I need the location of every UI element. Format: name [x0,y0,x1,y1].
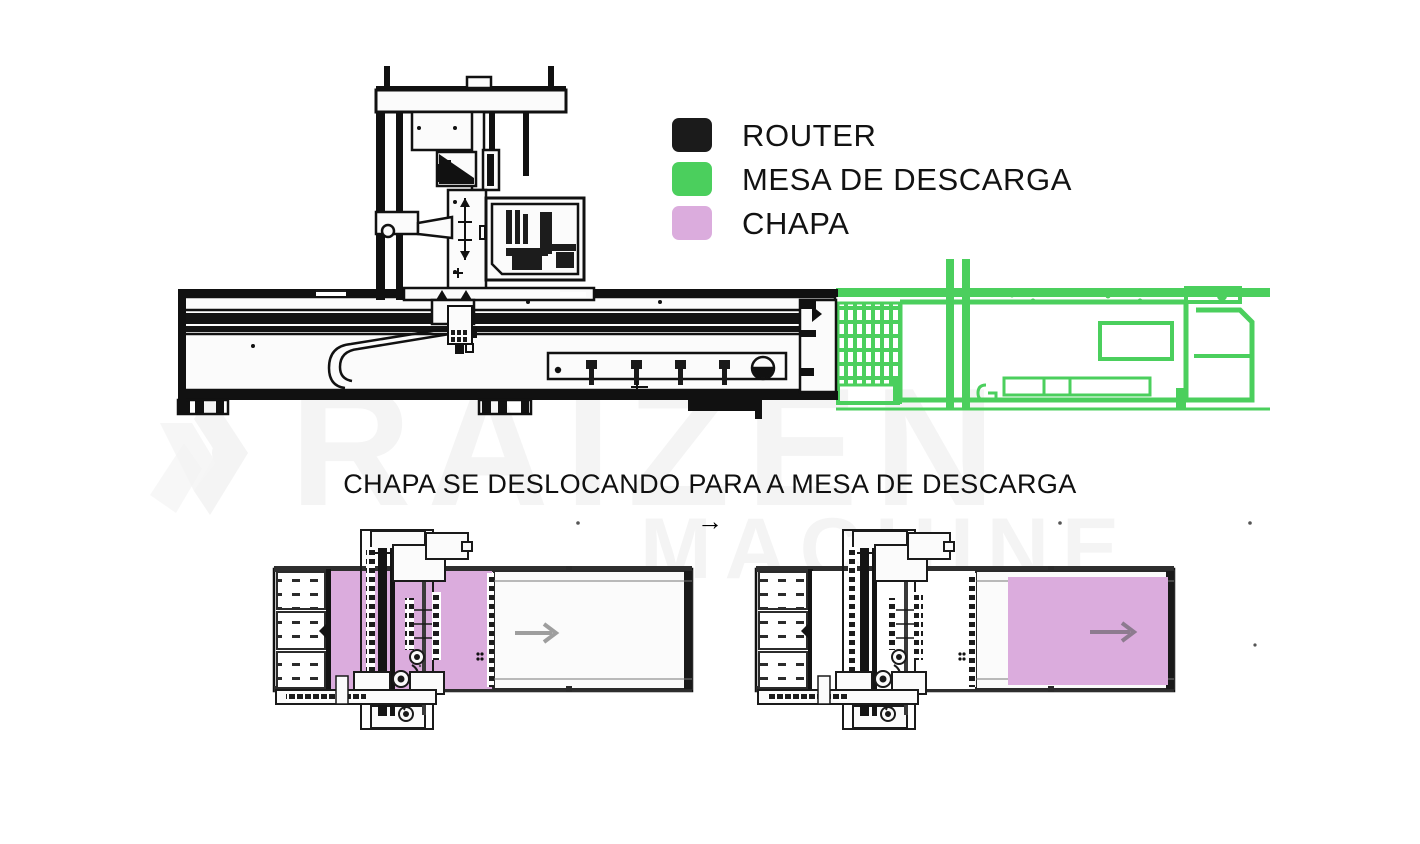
elevation-control-panel [546,351,788,393]
legend-label-router: ROUTER [742,117,877,153]
elevation-view [176,66,1270,419]
legend-swatch-chapa [672,206,712,240]
elevation-router-legs [181,400,762,419]
legend-label-chapa: CHAPA [742,205,850,241]
legend-item-router: ROUTER [672,113,1072,157]
elevation-unloading-table [836,259,1270,411]
caption-title: CHAPA SE DESLOCANDO PARA A MESA DE DESCA… [343,469,1077,499]
caption-block: CHAPA SE DESLOCANDO PARA A MESA DE DESCA… [0,469,1420,536]
legend-item-chapa: CHAPA [672,201,1072,245]
plan-view-step-1 [272,521,694,730]
plan1-motion-arrow [515,622,560,644]
elevation-router [176,66,838,419]
watermark-logo-mark [150,395,248,515]
plan-view-step-2 [754,521,1257,730]
caption-arrow-icon: → [697,505,723,536]
plan2-gantry [757,529,955,730]
plan1-pod-panels [276,571,326,689]
plan2-sheet-chapa [1008,577,1168,685]
plan2-motion-arrow [1090,621,1138,643]
plan2-pod-panels [758,571,808,689]
legend-swatch-mesa-de-descarga [672,162,712,196]
legend-item-mesa-de-descarga: MESA DE DESCARGA [672,157,1072,201]
plan1-gantry [275,529,473,730]
legend-swatch-router [672,118,712,152]
legend: ROUTER MESA DE DESCARGA CHAPA [672,113,1072,245]
legend-label-mesa-de-descarga: MESA DE DESCARGA [742,161,1073,197]
elevation-spindle-pack [430,290,476,354]
